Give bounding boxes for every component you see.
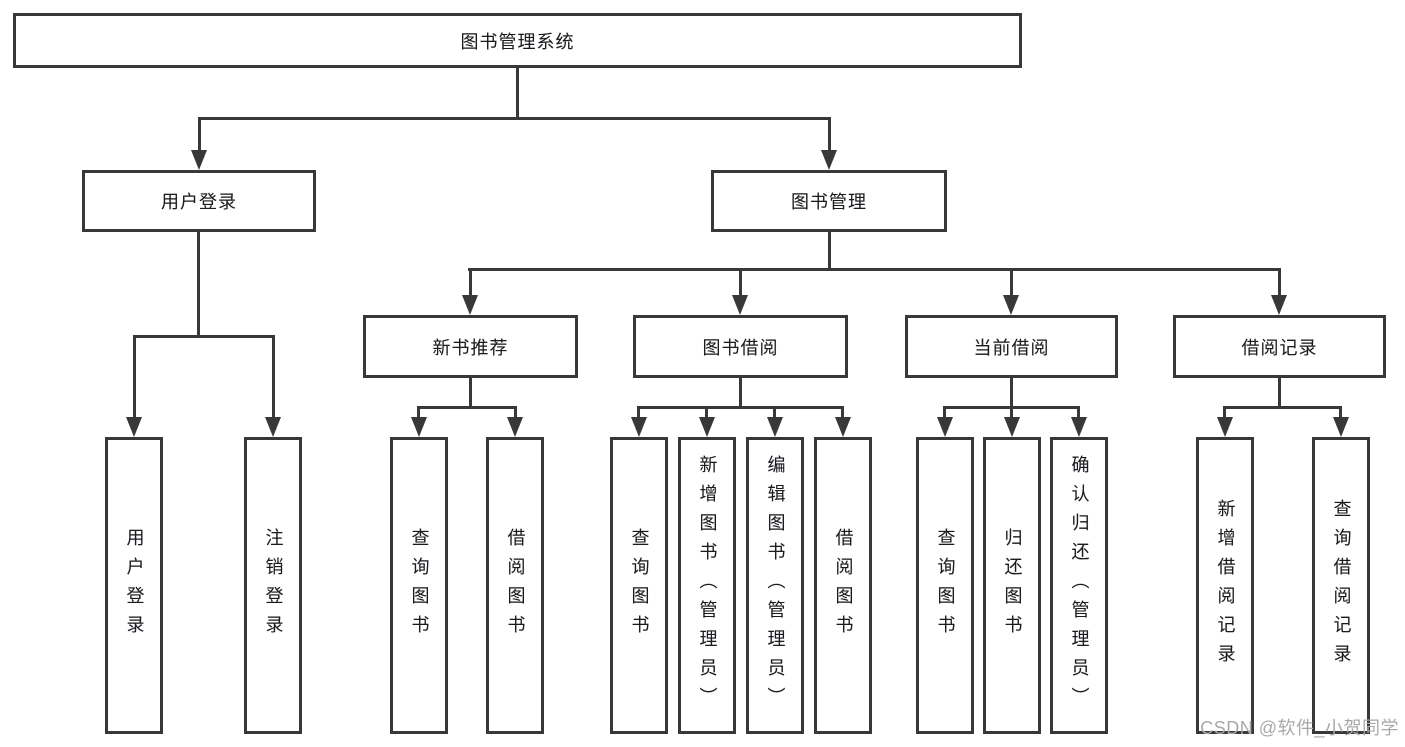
arrow-down-icon [462, 295, 478, 315]
arrow-down-icon [937, 417, 953, 437]
node-user-login-group-label: 用户登录 [161, 192, 237, 212]
edge-stem [773, 406, 776, 419]
leaf-logout-label: 注销登录 [263, 527, 284, 644]
leaf-user-login-label: 用户登录 [124, 527, 145, 644]
arrow-down-icon [126, 417, 142, 437]
edge-borrowrecord-rail [1223, 406, 1341, 409]
node-borrow-record: 借阅记录 [1173, 315, 1386, 378]
node-borrow-record-label: 借阅记录 [1241, 337, 1318, 358]
leaf-bb-borrow-books: 借阅图书 [814, 437, 872, 734]
arrow-down-icon [767, 417, 783, 437]
edge-stem [417, 406, 420, 419]
arrow-down-icon [265, 417, 281, 437]
arrow-down-icon [631, 417, 647, 437]
edge-userlogin-trunk [197, 230, 200, 337]
edge-stem-new-book [469, 268, 472, 297]
edge-bookborrow-trunk [739, 376, 742, 408]
edge-borrowrecord-trunk [1278, 376, 1281, 408]
node-book-borrow: 图书借阅 [633, 315, 848, 378]
edge-newbook-trunk [469, 376, 472, 408]
leaf-br-add-record-label: 新增借阅记录 [1215, 498, 1236, 673]
arrow-down-icon [732, 295, 748, 315]
csdn-watermark: CSDN @软件_小贺同学 [1200, 718, 1399, 738]
edge-stem [1223, 406, 1226, 419]
edge-root-trunk [516, 66, 519, 119]
arrow-down-icon [1003, 295, 1019, 315]
edge-stem [514, 406, 517, 419]
edge-stem [943, 406, 946, 419]
leaf-bb-query-books: 查询图书 [610, 437, 668, 734]
edge-stem [1010, 406, 1013, 419]
leaf-bb-borrow-books-label: 借阅图书 [833, 527, 854, 644]
edge-userlogin-rail [133, 335, 275, 338]
leaf-cb-confirm-return-admin: 确认归还（管理员） [1050, 437, 1108, 734]
edge-stem [1077, 406, 1080, 419]
edge-stem [1339, 406, 1342, 419]
node-user-login-group: 用户登录 [82, 170, 316, 232]
edge-stem [841, 406, 844, 419]
arrow-down-icon [699, 417, 715, 437]
node-root-label: 图书管理系统 [460, 31, 575, 52]
leaf-nbr-query-books: 查询图书 [390, 437, 448, 734]
edge-stem-user-login [198, 117, 201, 153]
edge-stem-current-borrow [1010, 268, 1013, 297]
leaf-cb-query-books: 查询图书 [916, 437, 974, 734]
leaf-bb-add-books-admin: 新增图书（管理员） [678, 437, 736, 734]
edge-bookmgmt-rail [468, 268, 1281, 271]
leaf-cb-return-books-label: 归还图书 [1002, 527, 1023, 644]
edge-stem-borrow-record [1278, 268, 1281, 297]
edge-currentborrow-trunk [1010, 376, 1013, 408]
leaf-bb-edit-books-admin-label: 编辑图书（管理员） [765, 455, 786, 716]
edge-root-rail [198, 117, 831, 120]
edge-stem [705, 406, 708, 419]
node-book-mgmt: 图书管理 [711, 170, 947, 232]
node-book-borrow-label: 图书借阅 [702, 337, 779, 358]
leaf-bb-query-books-label: 查询图书 [629, 527, 650, 644]
edge-newbook-rail [417, 406, 517, 409]
edge-stem-book-borrow [739, 268, 742, 297]
leaf-logout: 注销登录 [244, 437, 302, 734]
node-new-book-rec-label: 新书推荐 [432, 337, 509, 358]
leaf-nbr-query-books-label: 查询图书 [409, 527, 430, 644]
leaf-nbr-borrow-books: 借阅图书 [486, 437, 544, 734]
arrow-down-icon [821, 150, 837, 170]
leaf-br-query-record: 查询借阅记录 [1312, 437, 1370, 734]
leaf-cb-return-books: 归还图书 [983, 437, 1041, 734]
arrow-down-icon [411, 417, 427, 437]
edge-bookmgmt-trunk [828, 230, 831, 270]
arrow-down-icon [191, 150, 207, 170]
arrow-down-icon [835, 417, 851, 437]
edge-stem-leaf-logout [272, 335, 275, 419]
node-new-book-rec: 新书推荐 [363, 315, 578, 378]
edge-stem-leaf-login [133, 335, 136, 419]
edge-stem-book-mgmt [828, 117, 831, 153]
leaf-user-login: 用户登录 [105, 437, 163, 734]
leaf-br-query-record-label: 查询借阅记录 [1331, 498, 1352, 673]
leaf-bb-edit-books-admin: 编辑图书（管理员） [746, 437, 804, 734]
leaf-bb-add-books-admin-label: 新增图书（管理员） [697, 455, 718, 716]
node-book-mgmt-label: 图书管理 [791, 192, 867, 212]
arrow-down-icon [1271, 295, 1287, 315]
arrow-down-icon [1333, 417, 1349, 437]
node-current-borrow-label: 当前借阅 [973, 337, 1050, 358]
leaf-br-add-record: 新增借阅记录 [1196, 437, 1254, 734]
arrow-down-icon [1004, 417, 1020, 437]
arrow-down-icon [507, 417, 523, 437]
edge-bookborrow-rail [637, 406, 844, 409]
arrow-down-icon [1217, 417, 1233, 437]
arrow-down-icon [1071, 417, 1087, 437]
node-current-borrow: 当前借阅 [905, 315, 1118, 378]
edge-stem [637, 406, 640, 419]
leaf-cb-query-books-label: 查询图书 [935, 527, 956, 644]
leaf-cb-confirm-return-admin-label: 确认归还（管理员） [1069, 455, 1090, 716]
node-root: 图书管理系统 [13, 13, 1022, 68]
leaf-nbr-borrow-books-label: 借阅图书 [505, 527, 526, 644]
